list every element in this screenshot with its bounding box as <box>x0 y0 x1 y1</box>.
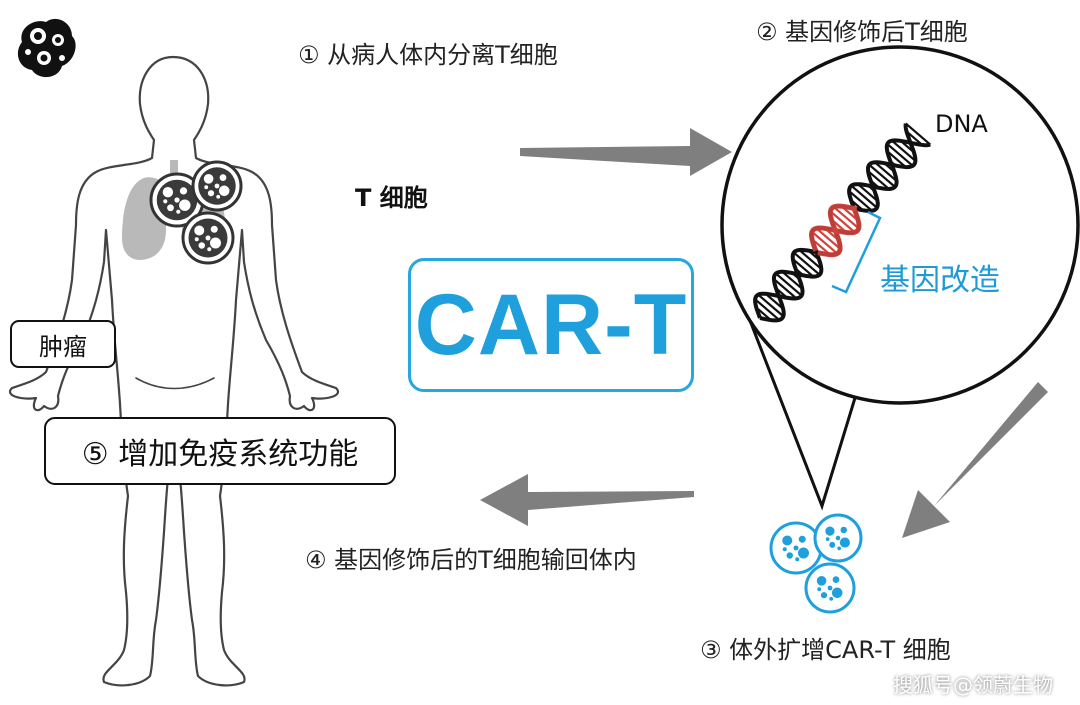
arrow-icon <box>480 128 1048 538</box>
step-1-label: ① 从病人体内分离T细胞 <box>298 41 558 69</box>
step-2-label: ② 基因修饰后T细胞 <box>756 18 968 46</box>
dna-helix-icon <box>753 122 931 323</box>
step-5-label-box: ⑤ 增加免疫系统功能 <box>44 417 396 485</box>
tumor-label-box: 肿瘤 <box>10 320 116 368</box>
dna-label: DNA <box>935 110 988 138</box>
gene-modification-label: 基因改造 <box>880 263 1000 298</box>
car-t-cell-icon <box>804 562 856 614</box>
human-body-outline <box>9 55 339 687</box>
t-cell-label: T 细胞 <box>355 184 428 212</box>
magnifier-callout <box>720 45 1080 511</box>
car-t-title-box: CAR-T <box>408 258 694 392</box>
t-cell-icon <box>191 160 243 212</box>
cell-cluster-logo-icon <box>17 18 76 78</box>
car-t-cell-icon <box>769 521 823 575</box>
t-cell-icon <box>181 211 235 265</box>
car-t-title: CAR-T <box>414 276 688 373</box>
arrow-to-modification <box>520 128 732 176</box>
t-cell-icon <box>149 172 205 228</box>
step-3-label: ③ 体外扩增CAR-T 细胞 <box>700 636 951 664</box>
arrow-back-to-body <box>480 474 694 526</box>
t-cell-group <box>149 160 243 265</box>
car-t-cell-group <box>769 513 863 614</box>
arrow-to-expansion <box>902 382 1048 538</box>
modification-bracket <box>831 210 882 294</box>
car-t-cell-icon <box>813 513 863 563</box>
tumor-label: 肿瘤 <box>39 332 87 361</box>
step-4-label: ④ 基因修饰后的T细胞输回体内 <box>305 546 637 574</box>
watermark: 搜狐号@领蔚生物 <box>893 673 1053 697</box>
step-5-label: ⑤ 增加免疫系统功能 <box>81 437 359 472</box>
